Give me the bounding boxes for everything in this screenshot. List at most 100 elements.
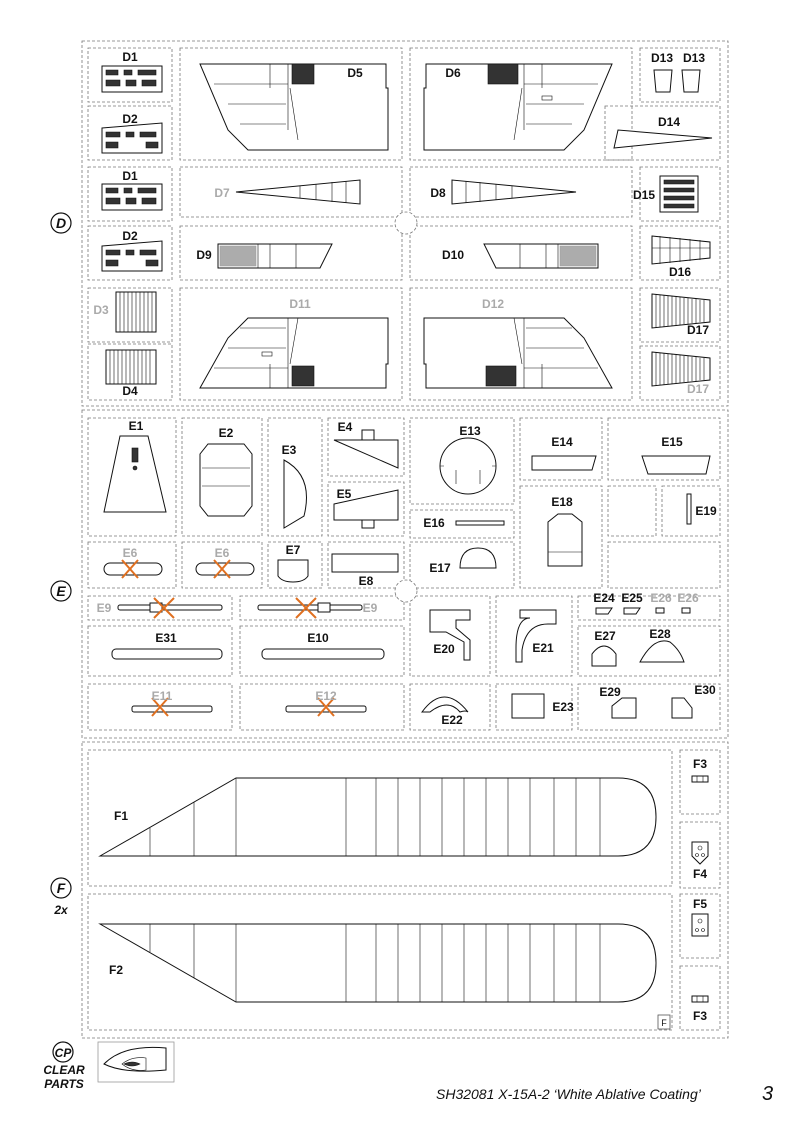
cross-mark-e9-right (295, 597, 317, 619)
label-f3-bottom: F3 (693, 1009, 707, 1023)
label-e3: E3 (282, 443, 297, 457)
part-d5 (199, 63, 389, 151)
part-e22 (421, 696, 469, 713)
section-d-frame (81, 40, 729, 407)
fret-mark: F (661, 1018, 667, 1028)
label-e6-left: E6 (123, 546, 138, 560)
part-e13 (439, 437, 497, 495)
part-e25 (623, 607, 641, 615)
clear-parts-line2: PARTS (44, 1077, 84, 1091)
section-marker-cp-text: CP (55, 1046, 73, 1060)
part-e17 (459, 547, 497, 569)
part-d2-top (101, 122, 163, 154)
part-e7 (277, 559, 309, 583)
clear-parts-line1: CLEAR (43, 1063, 85, 1077)
part-e19 (686, 493, 692, 525)
part-f2 (98, 923, 657, 1003)
label-d1-top: D1 (122, 50, 138, 64)
part-d12 (423, 317, 613, 389)
label-d3: D3 (93, 303, 109, 317)
label-e15: E15 (661, 435, 683, 449)
part-d16 (651, 235, 711, 265)
part-e31 (111, 648, 223, 660)
label-e1: E1 (129, 419, 144, 433)
label-e9-left: E9 (97, 601, 112, 615)
cross-mark-e11 (151, 697, 169, 717)
cross-mark-e6-right (213, 559, 231, 579)
svg-text:D: D (56, 215, 66, 231)
label-d7: D7 (214, 186, 230, 200)
part-e26-right (681, 607, 691, 614)
part-e2 (199, 443, 253, 517)
part-f4 (691, 841, 709, 865)
part-d9 (217, 243, 333, 269)
section-f: F F1 F2 F3 F4 F5 F3 (81, 741, 729, 1039)
quantity-note: 2x (53, 903, 69, 917)
label-e27: E27 (594, 629, 616, 643)
part-e16 (455, 520, 505, 526)
part-e18 (547, 513, 583, 567)
label-e14: E14 (551, 435, 573, 449)
clear-parts: CP CLEAR PARTS (43, 1041, 175, 1091)
label-f1: F1 (114, 809, 128, 823)
label-d2-bottom: D2 (122, 229, 138, 243)
label-e28: E28 (649, 627, 671, 641)
part-e14 (531, 455, 597, 471)
label-e26-right: E26 (677, 591, 699, 605)
label-e21: E21 (532, 641, 554, 655)
label-e19: E19 (695, 504, 717, 518)
cross-mark-e6-left (121, 559, 139, 579)
part-e15 (641, 455, 711, 475)
label-e26-left: E26 (650, 591, 672, 605)
part-f3-bottom (691, 995, 709, 1003)
label-d15: D15 (633, 188, 655, 202)
label-e23: E23 (552, 700, 574, 714)
label-e20: E20 (433, 642, 455, 656)
part-e29 (611, 697, 637, 719)
label-e8: E8 (359, 574, 374, 588)
part-d1-bottom (101, 183, 163, 211)
label-f3-top: F3 (693, 757, 707, 771)
label-d1-bottom: D1 (122, 169, 138, 183)
page-number: 3 (762, 1083, 774, 1105)
label-e7: E7 (286, 543, 301, 557)
label-d2-top: D2 (122, 112, 138, 126)
part-f1 (98, 777, 657, 857)
label-e4: E4 (338, 420, 353, 434)
part-e23 (511, 693, 545, 719)
section-marker-f: F (50, 877, 72, 899)
label-e17: E17 (429, 561, 451, 575)
label-f4: F4 (693, 867, 707, 881)
part-d17-bottom (651, 351, 711, 387)
section-marker-e: E (50, 580, 72, 602)
label-d13-left: D13 (651, 51, 673, 65)
part-d17-top (651, 293, 711, 329)
part-e5 (333, 489, 399, 529)
cross-mark-e9-left (153, 597, 175, 619)
label-f2: F2 (109, 963, 123, 977)
label-d17-top: D17 (687, 323, 709, 337)
part-e10 (261, 648, 385, 660)
label-e11: E11 (152, 689, 173, 703)
part-d2-bottom (101, 240, 163, 272)
svg-text:F: F (57, 880, 66, 896)
section-f-frame (81, 741, 729, 1039)
label-d5: D5 (347, 66, 363, 80)
part-d14 (613, 129, 713, 149)
part-e11 (131, 705, 213, 713)
label-e29: E29 (599, 685, 621, 699)
part-e28 (639, 640, 685, 663)
part-d8 (451, 179, 577, 205)
label-e24: E24 (593, 591, 615, 605)
label-d17-bottom: D17 (687, 382, 709, 396)
part-e24 (595, 607, 613, 615)
label-d16: D16 (669, 265, 691, 279)
section-marker-d: D (50, 212, 72, 234)
footer-title: SH32081 X-15A-2 ‘White Ablative Coating’ (436, 1086, 701, 1102)
part-e6-right (195, 562, 255, 576)
part-e8 (331, 553, 399, 573)
section-d: D1 D2 D1 D2 D3 D4 D5 D6 D7 D8 D9 D10 D11… (81, 40, 729, 407)
label-d13-right: D13 (683, 51, 705, 65)
label-e30: E30 (694, 683, 716, 697)
